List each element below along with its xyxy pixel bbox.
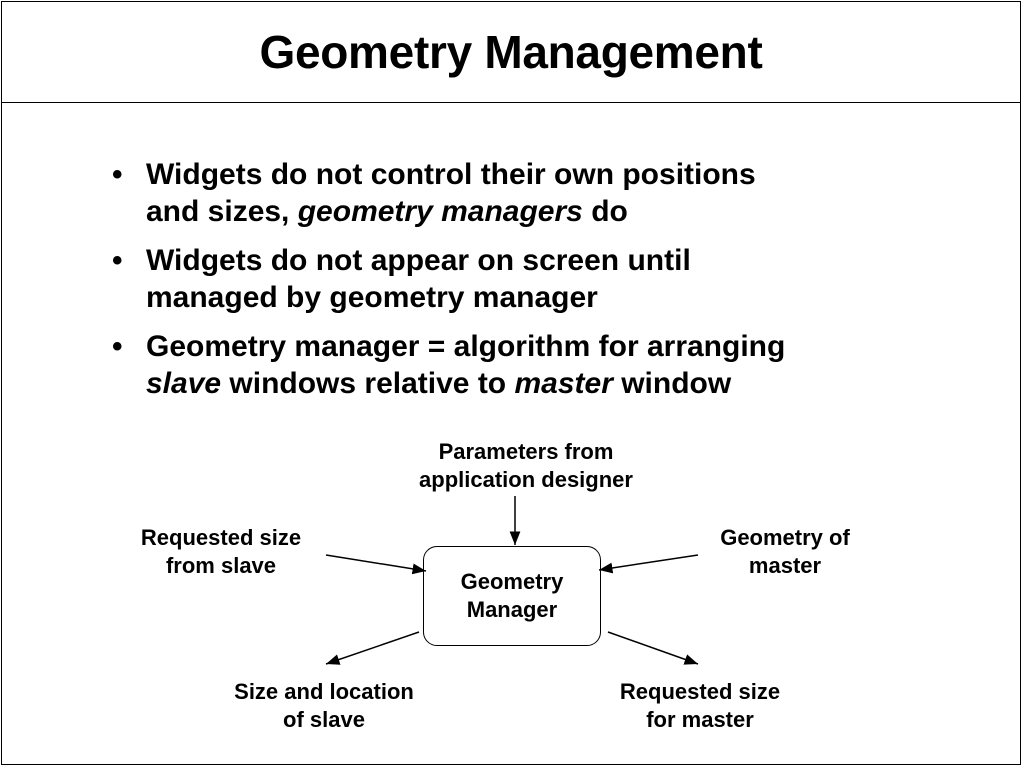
box-label-line: Geometry xyxy=(460,569,564,594)
arrow-right-to-manager xyxy=(598,554,699,574)
bullet-marker: • xyxy=(112,244,123,277)
label-line: application designer xyxy=(419,467,633,492)
slide-title: Geometry Management xyxy=(259,25,763,78)
label-parameters: Parameters from application designer xyxy=(376,438,676,494)
bullet-text-line: managed by geometry manager xyxy=(146,281,598,314)
label-line: of slave xyxy=(283,707,365,732)
bullet-emphasis: master xyxy=(514,367,613,400)
arrow-manager-to-bottom-left xyxy=(325,631,420,665)
label-requested-size-for-master: Requested size for master xyxy=(580,678,820,734)
bullet-list: • Widgets do not control their own posit… xyxy=(112,156,902,414)
label-requested-size-from-slave: Requested size from slave xyxy=(106,524,336,580)
arrow-left-to-manager xyxy=(325,554,427,575)
bullet-item: • Geometry manager = algorithm for arran… xyxy=(112,328,902,402)
bullet-marker: • xyxy=(112,330,123,363)
label-line: for master xyxy=(646,707,754,732)
arrow-manager-to-bottom-right xyxy=(607,631,699,665)
bullet-emphasis: geometry managers xyxy=(297,195,583,228)
label-geometry-of-master: Geometry of master xyxy=(682,524,888,580)
bullet-text-line: Widgets do not appear on screen until xyxy=(146,244,691,277)
label-line: Requested size xyxy=(140,525,302,550)
label-line: master xyxy=(748,553,822,578)
box-label-line: Manager xyxy=(466,597,558,622)
bullet-text-segment: and sizes, xyxy=(146,195,298,228)
bullet-text-line: Geometry manager = algorithm for arrangi… xyxy=(146,330,786,363)
label-line: Size and location xyxy=(234,679,414,704)
bullet-item: • Widgets do not appear on screen until … xyxy=(112,242,902,316)
label-line: Requested size xyxy=(619,679,781,704)
label-size-and-location-of-slave: Size and location of slave xyxy=(204,678,444,734)
bullet-emphasis: slave xyxy=(146,367,222,400)
label-line: Parameters from xyxy=(438,439,614,464)
bullet-text-line: Widgets do not control their own positio… xyxy=(146,158,756,191)
bullet-text-segment: do xyxy=(582,195,628,228)
bullet-item: • Widgets do not control their own posit… xyxy=(112,156,902,230)
bullet-text-segment: windows relative to xyxy=(221,367,515,400)
label-line: from slave xyxy=(165,553,277,578)
bullet-marker: • xyxy=(112,158,123,191)
bullet-text-segment: window xyxy=(612,367,732,400)
title-bar: Geometry Management xyxy=(1,1,1021,103)
label-line: Geometry of xyxy=(720,525,850,550)
geometry-manager-box: Geometry Manager xyxy=(423,546,601,646)
